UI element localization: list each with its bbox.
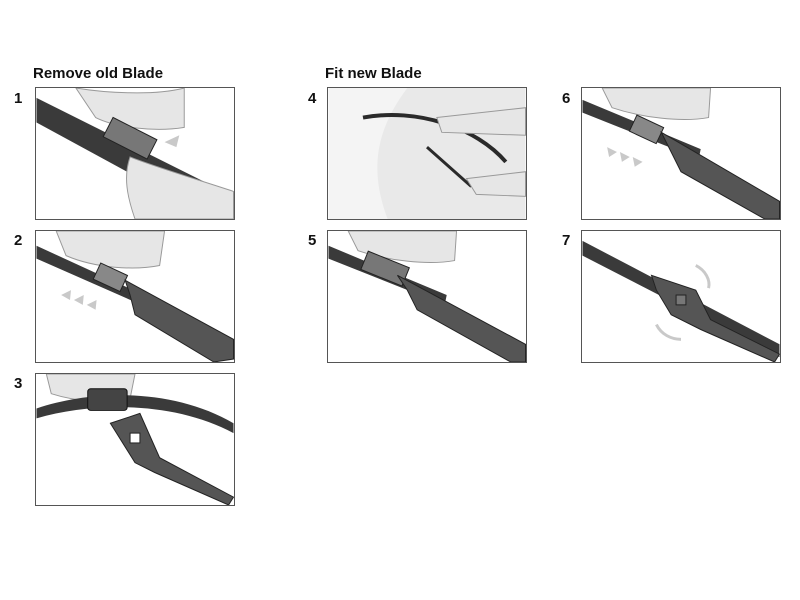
blade-slot bbox=[675, 294, 687, 306]
hand bbox=[347, 231, 458, 263]
step-1-illustration bbox=[35, 87, 235, 220]
blade-slot bbox=[129, 432, 141, 444]
hand-upper bbox=[436, 107, 526, 136]
step-number-6: 6 bbox=[562, 90, 571, 107]
blade-frame bbox=[397, 274, 526, 362]
step-6-drawing bbox=[582, 88, 780, 219]
step-2-drawing bbox=[36, 231, 234, 362]
step-6-illustration bbox=[581, 87, 781, 220]
step-number-5: 5 bbox=[308, 232, 317, 249]
step-4-drawing bbox=[328, 88, 526, 219]
fit-new-blade-heading: Fit new Blade bbox=[325, 65, 422, 82]
slide-arrows-icon bbox=[607, 147, 643, 167]
wiper-arm bbox=[36, 395, 234, 434]
remove-old-blade-heading: Remove old Blade bbox=[33, 65, 164, 82]
press-arrow-icon bbox=[164, 135, 180, 148]
step-4-illustration bbox=[327, 87, 527, 220]
blade-frame bbox=[109, 412, 234, 505]
click-motion-icon-bottom bbox=[655, 323, 682, 341]
step-1-drawing bbox=[36, 88, 234, 219]
step-number-7: 7 bbox=[562, 232, 571, 249]
step-7-illustration bbox=[581, 230, 781, 363]
step-5-drawing bbox=[328, 231, 526, 362]
step-number-1: 1 bbox=[14, 90, 23, 107]
click-motion-icon-top bbox=[695, 264, 711, 289]
hand-lower bbox=[465, 171, 526, 197]
adapter-clip bbox=[87, 388, 128, 411]
step-number-3: 3 bbox=[14, 375, 23, 392]
adapter-clip bbox=[628, 114, 665, 145]
step-5-illustration bbox=[327, 230, 527, 363]
hand-bottom bbox=[126, 156, 234, 219]
step-7-drawing bbox=[582, 240, 780, 362]
step-number-2: 2 bbox=[14, 232, 23, 249]
hand-top bbox=[75, 88, 185, 130]
wiper-arm bbox=[426, 145, 473, 188]
step-3-illustration bbox=[35, 373, 235, 506]
hand bbox=[601, 88, 712, 120]
windshield-reflection bbox=[328, 88, 408, 219]
blade-frame bbox=[124, 279, 234, 362]
adapter-clip bbox=[92, 262, 129, 293]
step-3-drawing bbox=[36, 374, 234, 505]
adapter-clip bbox=[360, 250, 410, 287]
step-number-4: 4 bbox=[308, 90, 317, 107]
step-2-illustration bbox=[35, 230, 235, 363]
blade-frame bbox=[660, 131, 780, 219]
hand bbox=[55, 231, 166, 269]
adapter-clip bbox=[102, 116, 158, 160]
slide-arrows-icon bbox=[61, 290, 97, 310]
